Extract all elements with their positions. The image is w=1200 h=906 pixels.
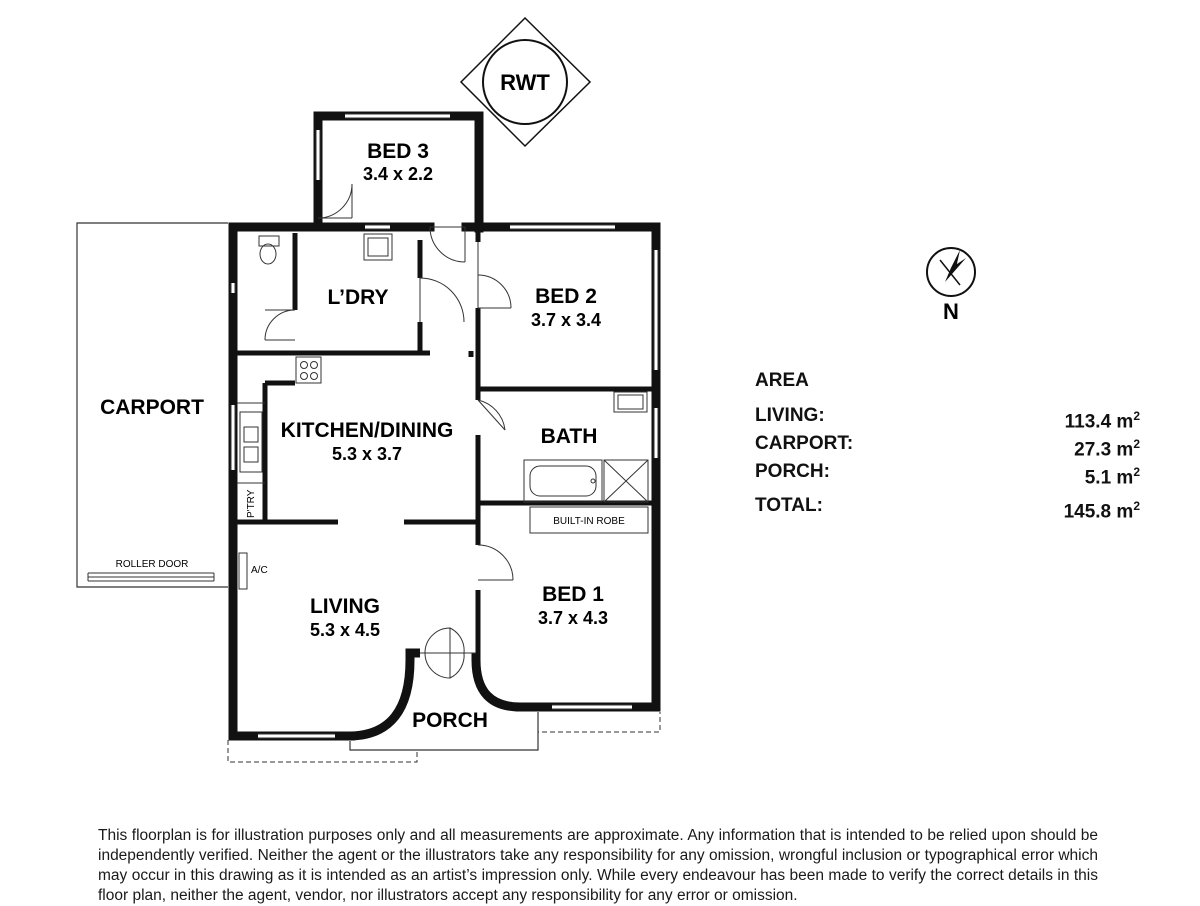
fixtures: [237, 233, 649, 590]
bed3-dims: 3.4 x 2.2: [363, 164, 433, 184]
windows: [230, 113, 659, 739]
north-label: N: [943, 299, 959, 324]
bed2-dims: 3.7 x 3.4: [531, 310, 601, 330]
bed1-name: BED 1: [542, 583, 604, 606]
area-row-living: LIVING: 113.4 m2: [755, 402, 1140, 433]
area-row-carport: CARPORT: 27.3 m2: [755, 430, 1140, 461]
area-row-value: 5.1 m2: [1084, 465, 1140, 489]
carport-name: CARPORT: [100, 396, 204, 419]
roller-door-name: ROLLER DOOR: [116, 559, 189, 570]
area-row-label: LIVING:: [755, 405, 825, 426]
area-row-total: TOTAL: 145.8 m2: [755, 492, 1140, 523]
area-row-value: 27.3 m2: [1074, 437, 1140, 461]
area-row-label: CARPORT:: [755, 433, 854, 454]
north-compass-icon: N: [926, 247, 976, 324]
disclaimer-text: This floorplan is for illustration purpo…: [98, 827, 1098, 904]
area-row-label: PORCH:: [755, 461, 830, 482]
window-lines: [230, 113, 659, 739]
interior-walls: [233, 227, 656, 653]
living-dims: 5.3 x 4.5: [310, 620, 380, 640]
bath-name: BATH: [541, 425, 598, 448]
rwt-logo: RWT: [459, 16, 592, 148]
kitchen-name: KITCHEN/DINING: [281, 419, 454, 442]
area-row-porch: PORCH: 5.1 m2: [755, 458, 1140, 489]
kitchen-dims: 5.3 x 3.7: [332, 444, 402, 464]
porch-outline: [349, 712, 539, 751]
area-row-value: 113.4 m2: [1064, 409, 1140, 433]
doors: [264, 183, 514, 679]
area-total-value: 145.8 m2: [1063, 499, 1140, 523]
living-name: LIVING: [310, 595, 380, 618]
area-heading: AREA: [755, 370, 809, 391]
porch-name: PORCH: [412, 709, 488, 732]
laundry-name: L’DRY: [327, 286, 388, 309]
bed1-dims: 3.7 x 4.3: [538, 608, 608, 628]
ac-name: A/C: [251, 565, 268, 576]
robe-name: BUILT-IN ROBE: [553, 516, 625, 527]
carport-outline: [76, 222, 228, 588]
area-total-label: TOTAL:: [755, 495, 823, 516]
logo-text: RWT: [500, 70, 550, 95]
porch-curved-walls: [349, 648, 521, 741]
bed2-name: BED 2: [535, 285, 597, 308]
pantry-name: P'TRY: [246, 489, 257, 518]
area-summary: AREA LIVING: 113.4 m2 CARPORT: 27.3 m2 P…: [755, 370, 1140, 523]
floor-plan: RWT N: [76, 16, 976, 763]
bed3-name: BED 3: [367, 140, 429, 163]
